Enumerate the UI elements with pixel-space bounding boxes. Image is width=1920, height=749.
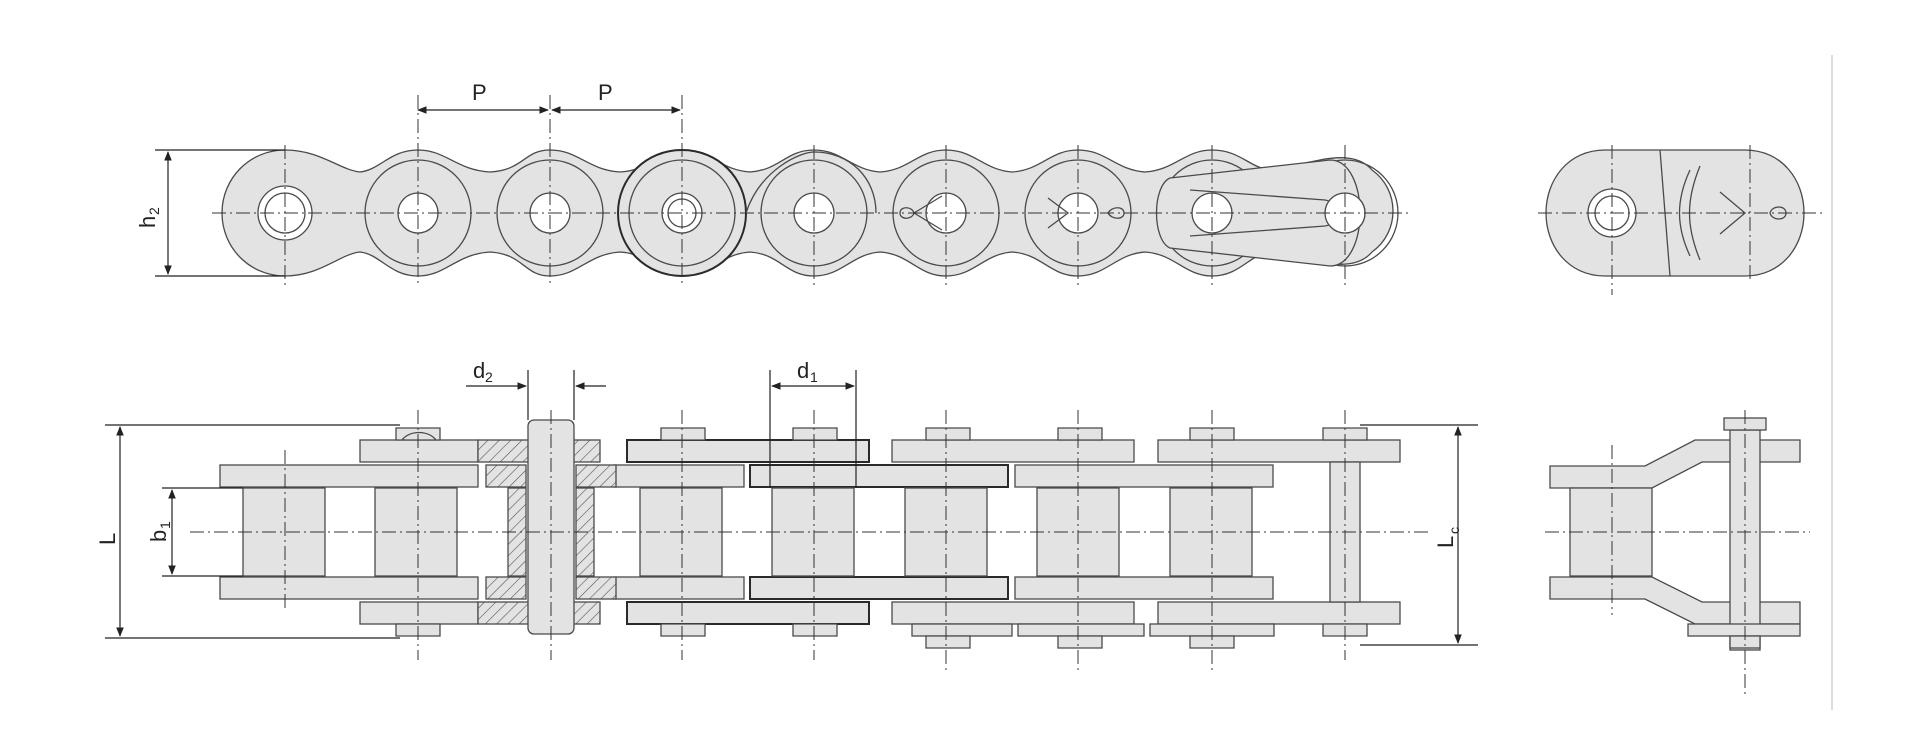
chain-end-view xyxy=(1538,145,1826,295)
plate-height-dimension: h 2 xyxy=(135,149,285,277)
outer-plates xyxy=(359,439,1401,637)
connecting-length-dimension: L c xyxy=(1360,424,1478,646)
sectioned-link xyxy=(477,419,617,635)
offset-lower-plate xyxy=(1549,576,1801,625)
pin-diameter-sub: 2 xyxy=(485,369,493,385)
inner-width-label: b xyxy=(146,530,171,542)
pitch-dimension: P P xyxy=(417,80,681,114)
connecting-length-label: L xyxy=(1433,536,1458,548)
inner-width-sub: 1 xyxy=(157,521,173,529)
top-view-pin-centerlines xyxy=(284,410,1346,670)
pin-diameter-dimension: d 2 xyxy=(466,358,606,420)
overall-length-dimension: L xyxy=(95,424,400,639)
pitch-label-1: P xyxy=(472,80,487,105)
roller-diameter-sub: 1 xyxy=(810,369,818,385)
offset-link-plate xyxy=(1155,159,1361,267)
connecting-length-sub: c xyxy=(1446,527,1462,534)
roller-diameter-dimension: d 1 xyxy=(769,358,857,488)
chain-side-view: P P h 2 xyxy=(135,80,1410,285)
roller-diameter-label: d xyxy=(797,358,809,383)
plate-height-label: h xyxy=(135,216,160,228)
pitch-label-2: P xyxy=(598,80,613,105)
chain-top-view: d 2 d 1 L b 1 xyxy=(95,358,1478,670)
end-view-plate xyxy=(1545,149,1805,277)
inner-width-dimension: b 1 xyxy=(146,487,243,577)
pin-diameter-label: d xyxy=(473,358,485,383)
offset-link-top-view xyxy=(1545,410,1810,695)
offset-upper-plate xyxy=(1549,439,1801,489)
plate-height-sub: 2 xyxy=(146,207,162,215)
end-view-curve-1 xyxy=(1678,169,1691,257)
vertical-centerlines xyxy=(284,95,1346,285)
overall-length-label: L xyxy=(95,533,120,545)
